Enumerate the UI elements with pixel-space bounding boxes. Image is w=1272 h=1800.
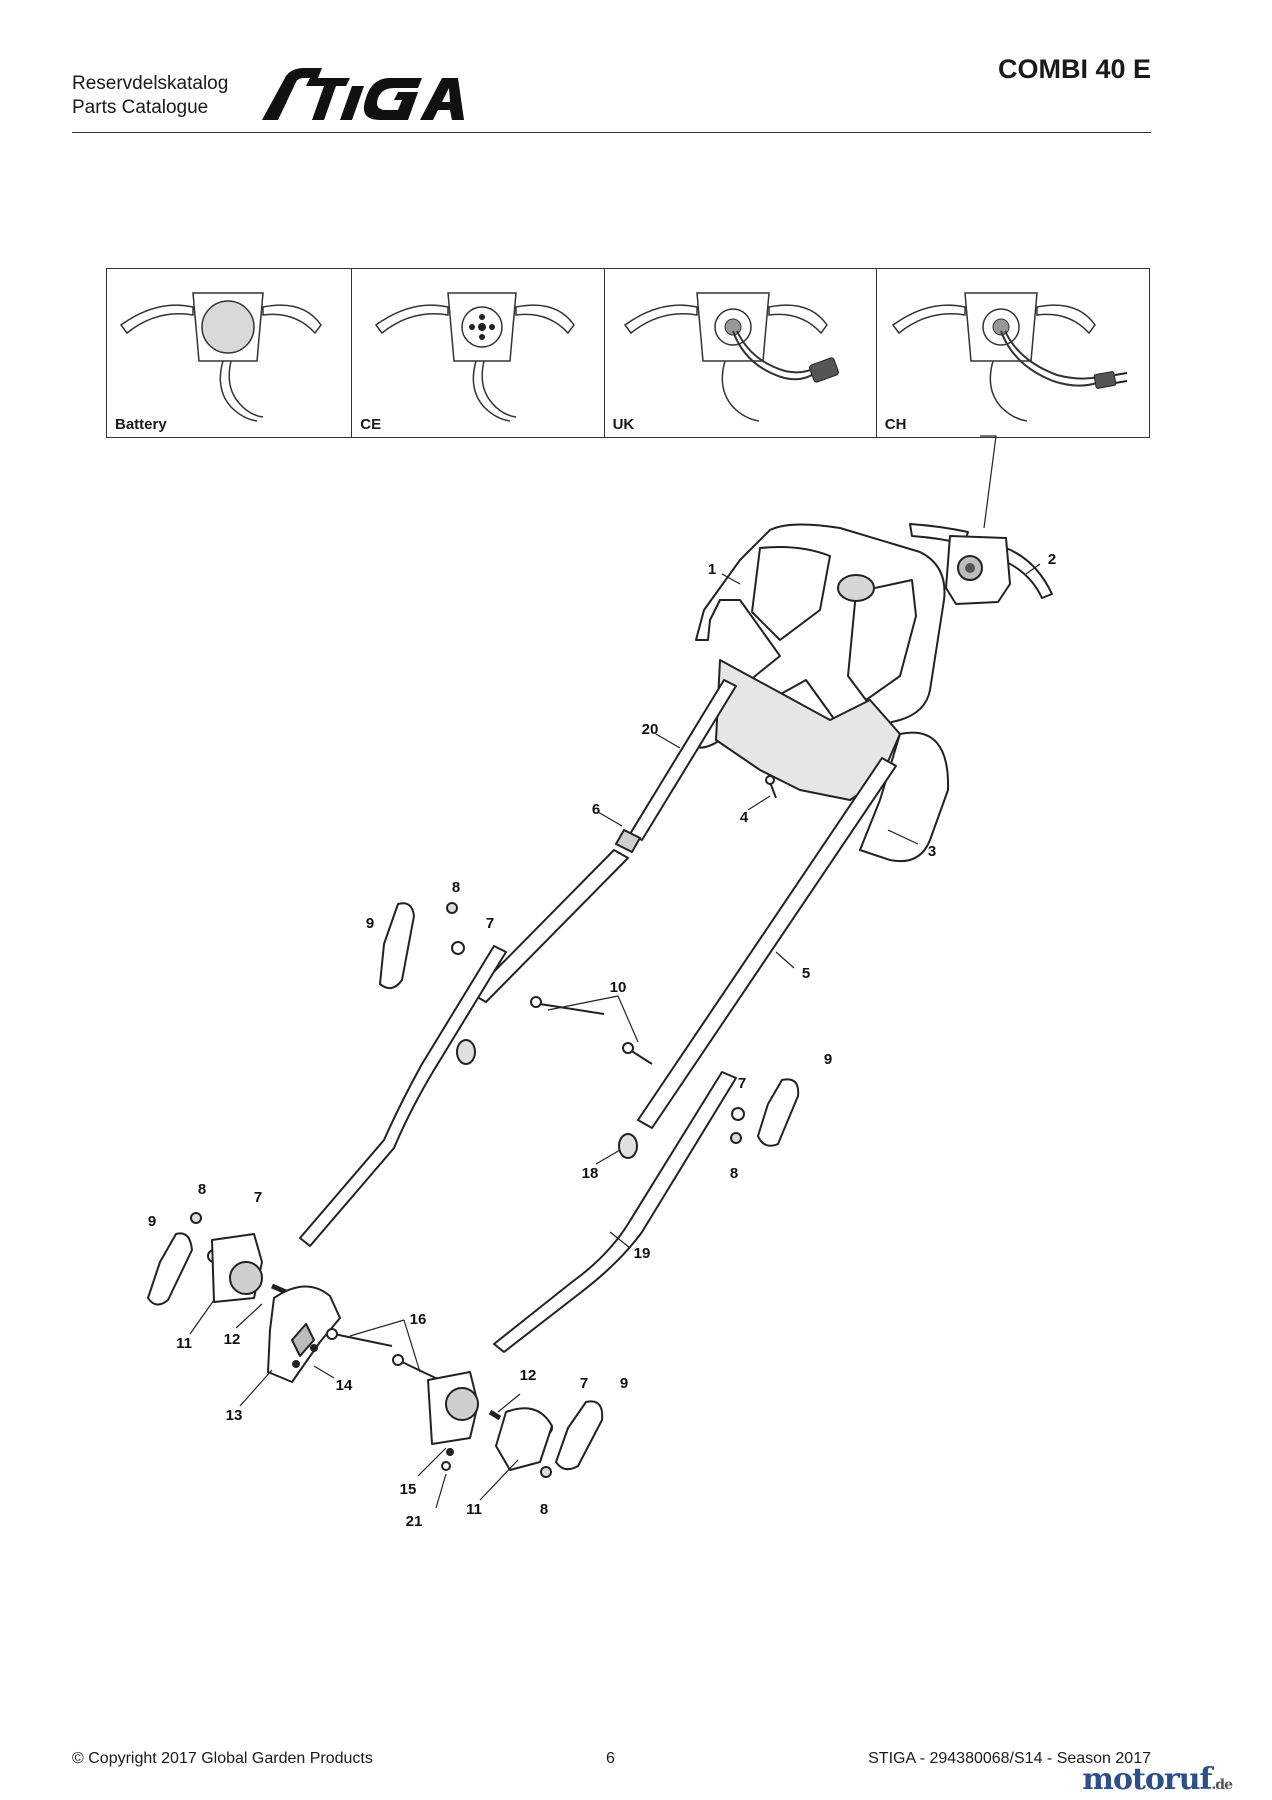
footer-copyright: © Copyright 2017 Global Garden Products (72, 1750, 373, 1767)
callout-3: 3 (928, 843, 936, 860)
callout-9b: 9 (824, 1051, 832, 1068)
callout-1: 1 (708, 561, 716, 578)
model-name: COMBI 40 E (997, 54, 1151, 84)
callout-11b: 11 (466, 1501, 482, 1518)
stiga-logo (252, 64, 472, 131)
callout-8b: 8 (730, 1165, 738, 1182)
callout-8c: 8 (198, 1181, 206, 1198)
variant-pointer-line (980, 435, 997, 529)
header-divider (72, 132, 1151, 133)
catalog-title: Reservdelskatalog Parts Catalogue (72, 72, 228, 120)
knob-parts (456, 1039, 638, 1159)
callout-8a: 8 (452, 879, 460, 896)
callout-4: 4 (740, 809, 749, 826)
callout-7d: 7 (580, 1375, 588, 1392)
callout-21: 21 (406, 1513, 423, 1530)
callout-7b: 7 (738, 1075, 746, 1092)
variant-label-uk: UK (612, 416, 635, 433)
footer-page-number: 6 (606, 1750, 615, 1767)
callout-10: 10 (610, 979, 627, 996)
right-upper-tube-part (637, 757, 897, 1129)
watermark-name: motoruf (1082, 1762, 1212, 1797)
right-lower-tube-part (493, 1071, 737, 1353)
switch-box-part (909, 523, 1053, 605)
callout-8d: 8 (540, 1501, 548, 1518)
left-height-adjuster-part (211, 1233, 341, 1383)
callout-20: 20 (642, 721, 659, 738)
left-upper-tube-part (471, 679, 737, 1003)
callout-5: 5 (802, 965, 810, 982)
footer-doc-ref: STIGA - 294380068/S14 - Season 2017 (868, 1750, 1151, 1767)
axle-bolt-parts-16 (326, 1328, 445, 1383)
callout-9c: 9 (148, 1213, 156, 1230)
variant-label-battery: Battery (115, 416, 167, 433)
variant-battery: Battery (107, 269, 353, 437)
catalog-title-line1: Reservdelskatalog (72, 73, 229, 94)
catalog-title-line2: Parts Catalogue (72, 97, 209, 118)
callout-9d: 9 (620, 1375, 628, 1392)
variant-uk: UK (605, 269, 877, 437)
variant-label-ch: CH (884, 416, 907, 433)
leader-lines (189, 563, 1041, 1509)
callout-19: 19 (634, 1245, 651, 1262)
variant-label-ce: CE (360, 416, 382, 433)
right-height-adjuster-part (427, 1371, 553, 1471)
handle-frame-part (687, 523, 950, 862)
callout-7a: 7 (486, 915, 494, 932)
callout-12a: 12 (224, 1331, 241, 1348)
exploded-parts-diagram: 1 2 3 4 5 6 7 7 7 7 8 8 8 8 9 9 9 9 10 1… (147, 435, 1056, 1530)
callout-11a: 11 (176, 1335, 192, 1352)
screw-part-4 (765, 775, 777, 799)
watermark-tld: .de (1211, 1777, 1233, 1793)
callout-7c: 7 (254, 1189, 262, 1206)
bolt-parts-10 (530, 996, 653, 1065)
callout-14: 14 (336, 1377, 353, 1394)
callout-15: 15 (400, 1481, 417, 1498)
callout-2: 2 (1048, 551, 1056, 568)
lever-parts-9 (147, 902, 800, 1471)
watermark-logo: motoruf.de (1082, 1762, 1233, 1797)
variant-panel-row: Battery CE UK (106, 268, 1150, 438)
callout-12b: 12 (520, 1367, 537, 1384)
callout-18: 18 (582, 1165, 599, 1182)
left-lower-tube-part (299, 945, 507, 1247)
variant-ce: CE (352, 269, 605, 437)
callout-9a: 9 (366, 915, 374, 932)
callout-6: 6 (592, 801, 600, 818)
callout-16: 16 (410, 1311, 427, 1328)
variant-ch: CH (877, 269, 1149, 437)
callout-13: 13 (226, 1407, 243, 1424)
